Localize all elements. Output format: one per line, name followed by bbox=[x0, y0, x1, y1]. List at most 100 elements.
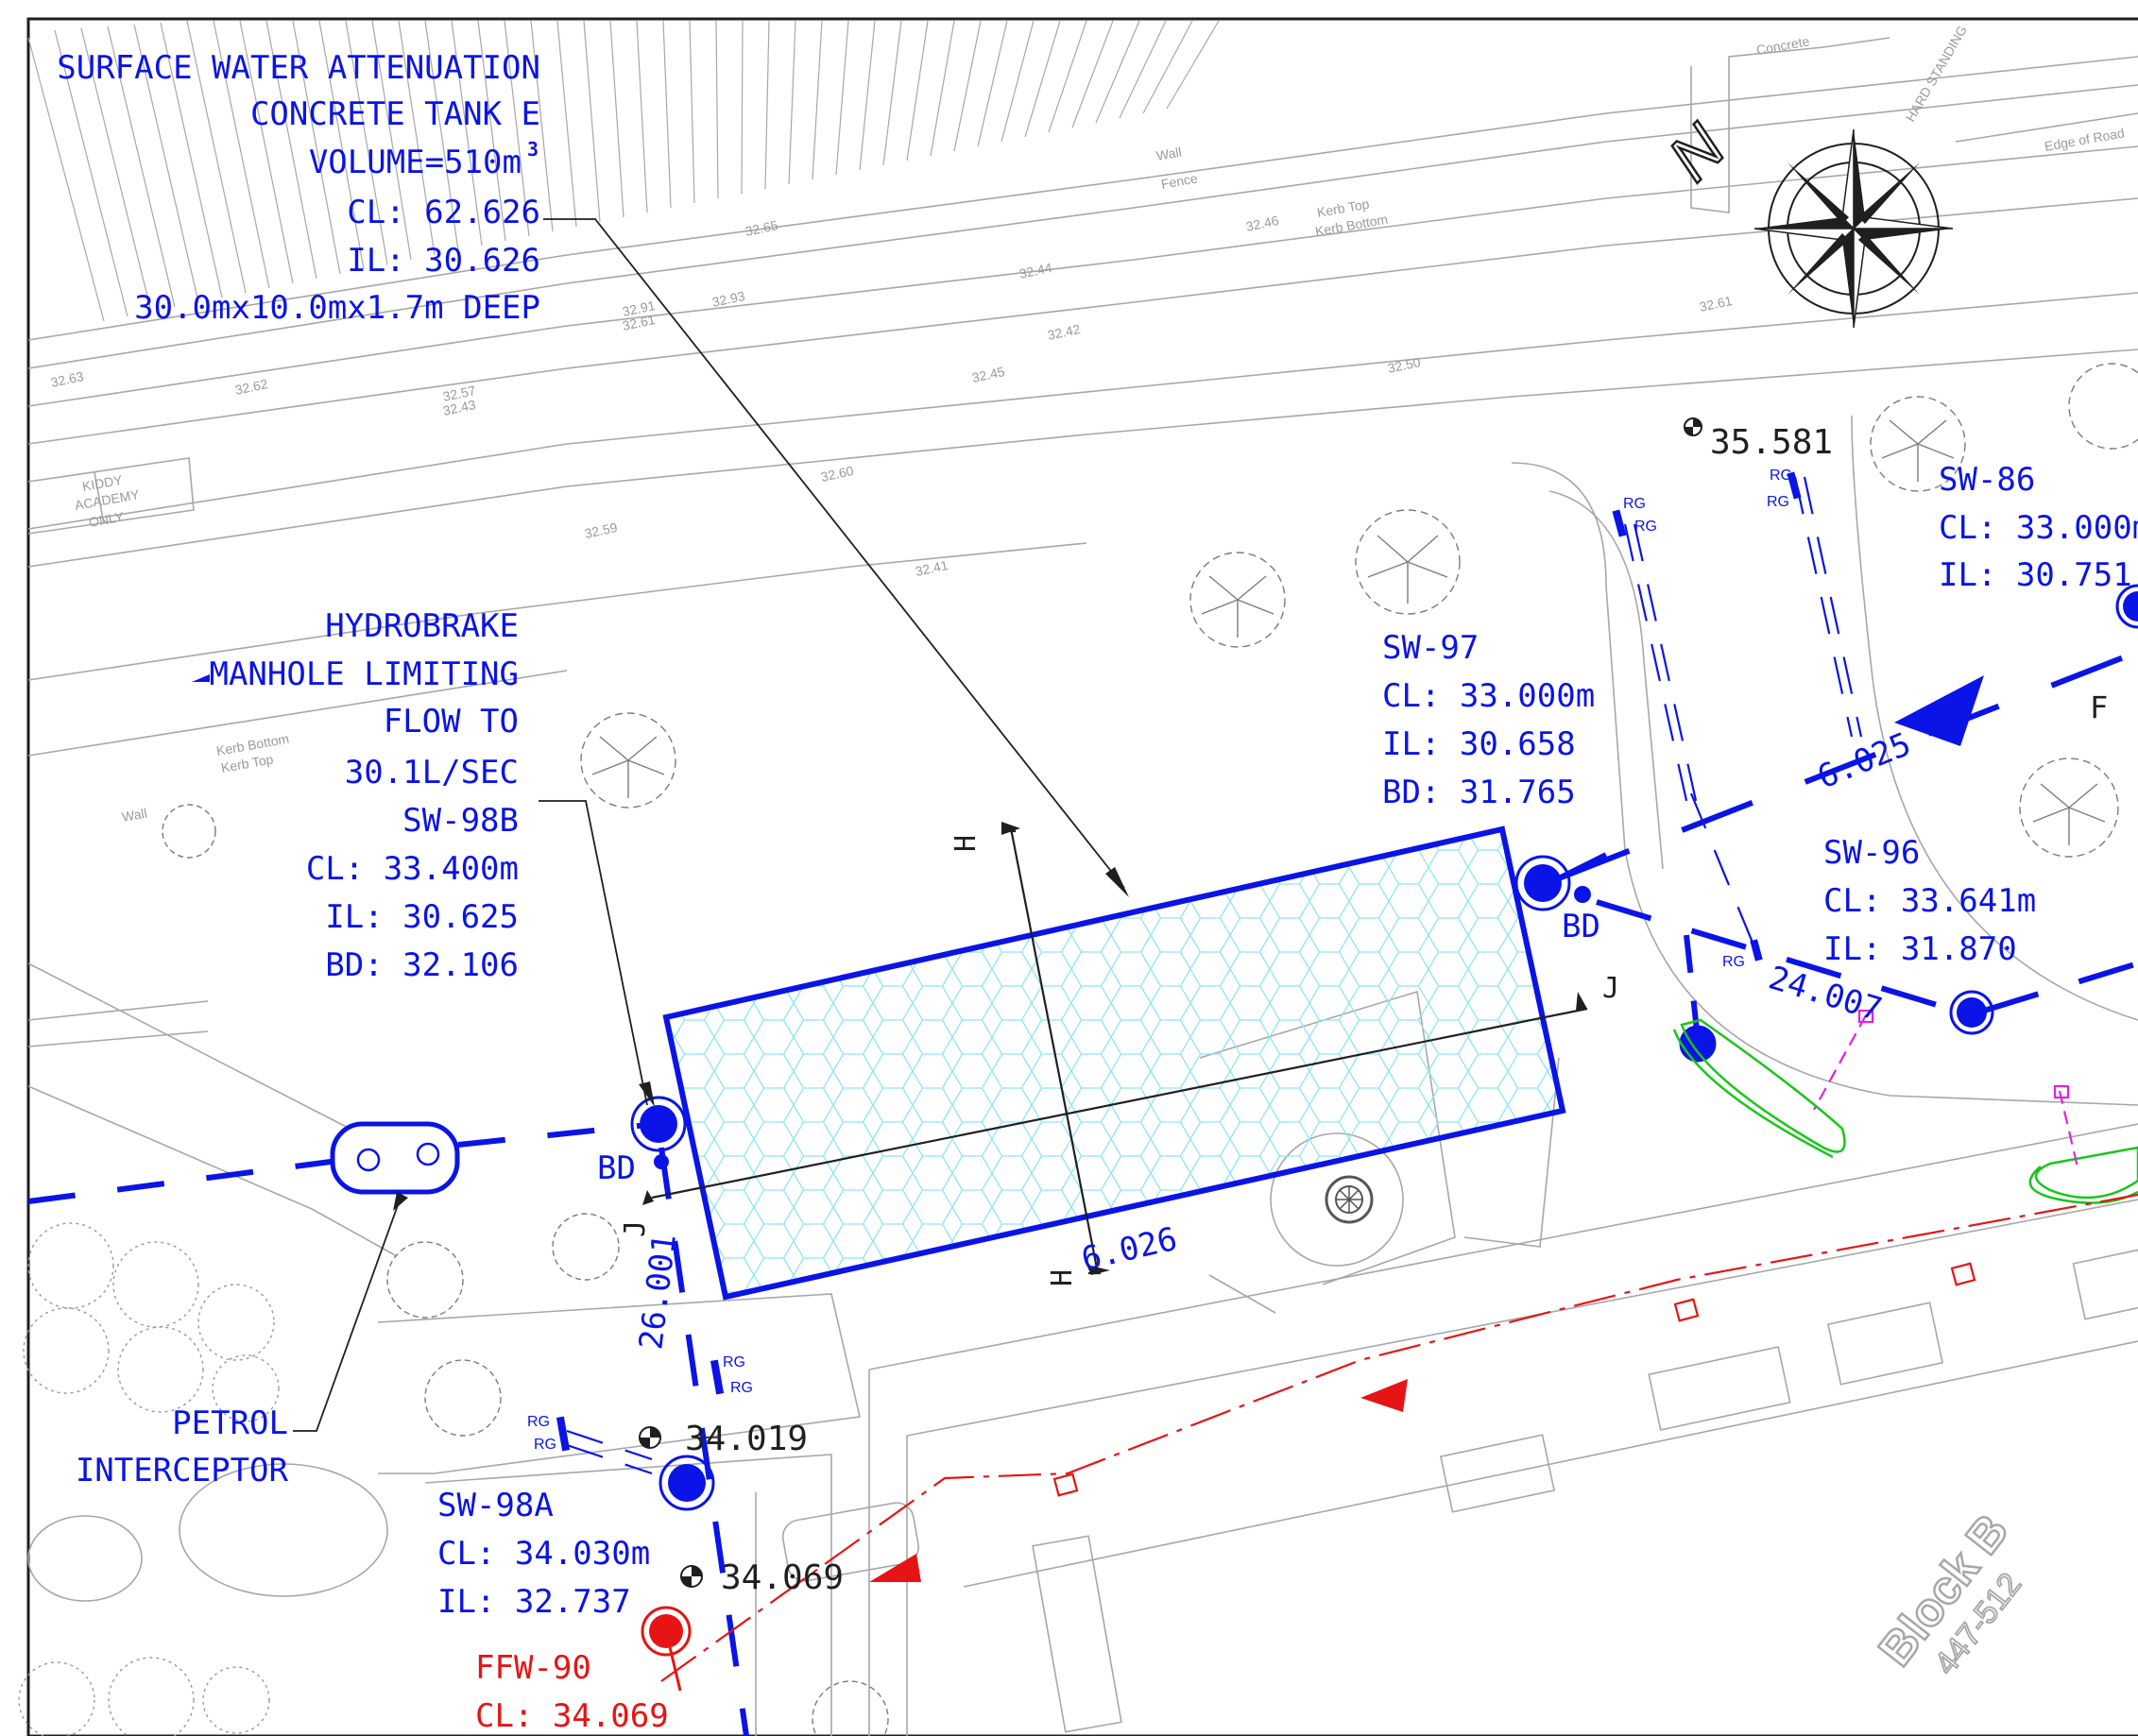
spot-level: 32.60 bbox=[819, 463, 855, 485]
spot-level: 32.50 bbox=[1386, 354, 1422, 376]
foul-water-pipes bbox=[660, 1193, 2138, 1682]
kiddy-label: KIDDY bbox=[81, 472, 125, 494]
pipe-length-1: 6.025 bbox=[1812, 725, 1916, 796]
section-arrow-j-right bbox=[1576, 992, 1587, 1011]
tree bbox=[2068, 363, 2138, 450]
sw86-id: SW-86 bbox=[1939, 461, 2035, 499]
tank-note: SURFACE WATER ATTENUATION CONCRETE TANK … bbox=[57, 49, 540, 327]
fence-label: Fence bbox=[1160, 170, 1199, 192]
rg-branches bbox=[566, 476, 1863, 1475]
rg-label: RG bbox=[1623, 496, 1646, 512]
sw98b-bd: BD: 32.106 bbox=[325, 946, 519, 984]
rain-garden bbox=[1672, 1018, 2138, 1204]
section-j-left: J bbox=[619, 1220, 652, 1237]
spot-level: 32.61 bbox=[621, 312, 657, 333]
tree bbox=[1189, 552, 1286, 648]
sw98a-id: SW-98A bbox=[437, 1487, 554, 1524]
ffw90-cl: CL: 34.069 bbox=[475, 1697, 669, 1735]
trees bbox=[18, 363, 2138, 1736]
rg-label: RG bbox=[1634, 519, 1657, 535]
rg-markers bbox=[556, 471, 1802, 1452]
foul-flow-arrow bbox=[869, 1554, 921, 1582]
section-j-right: J bbox=[1602, 972, 1619, 1005]
petrol-line2: INTERCEPTOR bbox=[76, 1452, 289, 1489]
wall-label-left: Wall bbox=[121, 806, 148, 825]
manhole-sw98b bbox=[630, 1096, 687, 1169]
spot-level: 32.65 bbox=[744, 217, 779, 239]
rg-label: RG bbox=[1770, 468, 1792, 484]
spot-level: 32.91 bbox=[621, 298, 657, 319]
tank-note-dims: 30.0mx10.0mx1.7m DEEP bbox=[134, 289, 540, 327]
spot-level: 32.93 bbox=[710, 288, 746, 310]
sw98a-note: SW-98A CL: 34.030m IL: 32.737 bbox=[437, 1487, 650, 1621]
ffw90-id: FFW-90 bbox=[475, 1649, 591, 1687]
tree bbox=[812, 1680, 889, 1736]
tree-cluster bbox=[18, 1222, 280, 1736]
level-34019: 34.019 bbox=[685, 1420, 808, 1458]
rg-label: RG bbox=[730, 1380, 753, 1396]
level-marker-3 bbox=[680, 1565, 703, 1588]
spot-level: 32.61 bbox=[1698, 293, 1734, 315]
drawing-border bbox=[26, 17, 2138, 1736]
ffw90-note: FFW-90 CL: 34.069 bbox=[475, 1649, 669, 1735]
sw98a-il: IL: 32.737 bbox=[437, 1583, 631, 1621]
sw96-il: IL: 31.870 bbox=[1823, 930, 2017, 968]
sw86-il: IL: 30.751 bbox=[1939, 556, 2132, 594]
sw98a-cl: CL: 34.030m bbox=[437, 1535, 650, 1573]
manhole-ffw90 bbox=[641, 1606, 692, 1692]
section-h-bottom: H bbox=[1046, 1269, 1079, 1286]
sw97-cl: CL: 33.000m bbox=[1382, 677, 1595, 715]
tree bbox=[580, 712, 676, 808]
tank-note-cl: CL: 62.626 bbox=[347, 194, 540, 231]
sw97-id: SW-97 bbox=[1382, 629, 1479, 667]
level-35581: 35.581 bbox=[1710, 423, 1833, 462]
sw86-cl: CL: 33.000m bbox=[1939, 509, 2138, 547]
north-arrow bbox=[1753, 128, 1954, 329]
spot-level: 32.57 bbox=[441, 383, 477, 404]
sw97-il: IL: 30.658 bbox=[1382, 725, 1576, 763]
tree bbox=[1870, 396, 1966, 492]
spot-level: 32.41 bbox=[914, 557, 949, 579]
section-arrow-h-top bbox=[1001, 822, 1020, 835]
sw96-cl: CL: 33.641m bbox=[1823, 882, 2036, 920]
section-f: F bbox=[2090, 689, 2108, 725]
leader-arrow-interceptor bbox=[393, 1192, 408, 1211]
spot-level: 32.44 bbox=[1018, 260, 1053, 281]
section-arrow-j-left bbox=[642, 1190, 654, 1205]
concrete-label: Concrete bbox=[1755, 33, 1811, 58]
tree bbox=[1355, 509, 1461, 615]
manhole-sw96 bbox=[1949, 990, 1994, 1035]
manhole-sw98a bbox=[659, 1455, 715, 1511]
petrol-interceptor-symbol bbox=[330, 1121, 460, 1195]
tree bbox=[2019, 757, 2119, 858]
hydrobrake-line4: 30.1L/SEC bbox=[345, 754, 519, 791]
bd-label-2: BD bbox=[1562, 908, 1600, 945]
sw98b-il: IL: 30.625 bbox=[325, 898, 519, 936]
roof-hatch bbox=[27, 20, 1220, 322]
pipe-length-4: 26.001 bbox=[632, 1232, 684, 1352]
hydrobrake-note: HYDROBRAKE MANHOLE LIMITING FLOW TO 30.1… bbox=[209, 607, 519, 984]
cover-symbol bbox=[1325, 1175, 1374, 1224]
sw86-note: SW-86 CL: 33.000m IL: 30.751 bbox=[1939, 461, 2138, 594]
level-marker-1 bbox=[1684, 417, 1702, 436]
sw98b-id: SW-98B bbox=[402, 802, 519, 840]
rg-label: RG bbox=[1722, 954, 1745, 970]
pipe-length-3: 6.026 bbox=[1078, 1220, 1181, 1279]
attenuation-tank bbox=[662, 825, 1566, 1301]
sw96-id: SW-96 bbox=[1823, 834, 1920, 872]
hydrobrake-line3: FLOW TO bbox=[384, 703, 519, 740]
hard-standing-label: HARD STANDING bbox=[1903, 23, 1970, 124]
wall-label: Wall bbox=[1155, 145, 1183, 163]
tree bbox=[424, 1359, 502, 1437]
petrol-line1: PETROL bbox=[172, 1404, 288, 1442]
tank-note-title: SURFACE WATER ATTENUATION bbox=[57, 49, 540, 87]
tank-note-volume-text: VOLUME=510m bbox=[309, 144, 522, 181]
level-marker-2 bbox=[639, 1426, 661, 1449]
block-label: Block B 447-512 bbox=[1867, 1504, 2029, 1682]
sw97-bd: BD: 31.765 bbox=[1382, 774, 1576, 811]
tank-note-volume-sup: 3 bbox=[527, 138, 539, 161]
spot-level: 32.43 bbox=[441, 397, 477, 418]
hydrobrake-line1: HYDROBRAKE bbox=[325, 607, 519, 645]
sw96-note: SW-96 CL: 33.641m IL: 31.870 bbox=[1823, 834, 2036, 968]
tank-note-subtitle: CONCRETE TANK E bbox=[250, 95, 540, 133]
